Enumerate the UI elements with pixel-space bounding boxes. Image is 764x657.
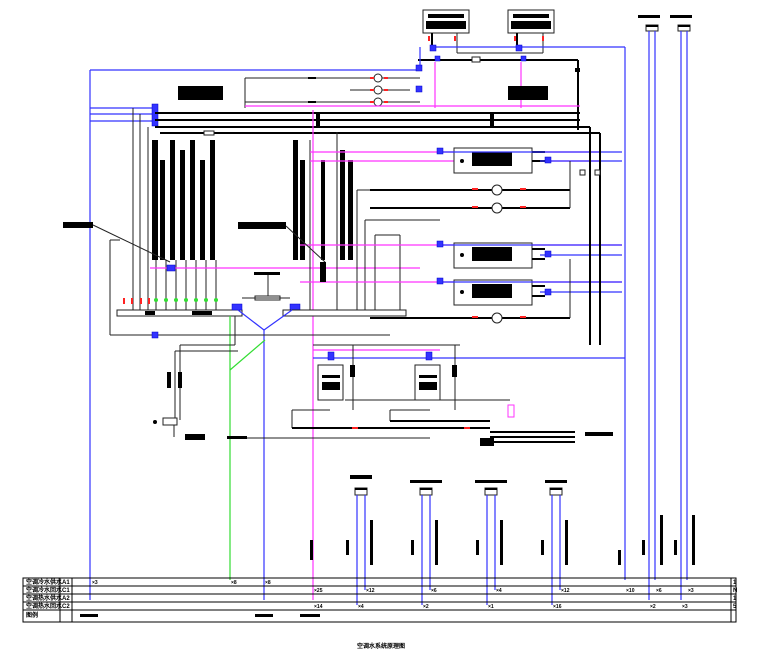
legend-row-name: 图例	[26, 611, 38, 619]
bus-marker: ×6	[656, 588, 662, 594]
riser-unit-3[interactable]	[475, 480, 507, 496]
pump-icon	[373, 85, 383, 95]
drawing-title: 空调水系统原理图	[357, 642, 405, 650]
bus-marker: ×8	[231, 580, 237, 586]
manifold-center[interactable]	[282, 309, 407, 317]
bus-marker: ×16	[553, 604, 562, 610]
chiller-2[interactable]	[453, 242, 545, 269]
legend-row-code: C2	[62, 604, 70, 610]
right-top-unit-1[interactable]	[638, 15, 660, 32]
riser-unit-2[interactable]	[410, 480, 442, 496]
legend-row-code: A2	[62, 596, 70, 602]
bus-marker: ×10	[626, 588, 635, 594]
bus-marker: ×14	[314, 604, 323, 610]
bus-marker: ×3	[688, 588, 694, 594]
label-block	[238, 222, 286, 229]
legend-row-name: 空调热水回水	[26, 602, 63, 610]
legend-row-name: 空调冷水供水	[26, 578, 63, 586]
legend-right-code: 5	[733, 604, 737, 610]
legend-right-code: 1	[733, 580, 737, 586]
manifold-left[interactable]	[116, 309, 243, 317]
pump-icon	[373, 97, 383, 107]
riser-unit-1[interactable]	[350, 475, 372, 496]
riser-unit-4[interactable]	[545, 480, 567, 496]
bus-marker: ×2	[423, 604, 429, 610]
chiller-3[interactable]	[453, 279, 545, 306]
legend-row-name: 空调冷水回水	[26, 586, 63, 594]
bus-marker: ×2	[650, 604, 656, 610]
pump-icon	[373, 73, 383, 83]
center-riser-group	[289, 110, 622, 600]
bus-marker: ×25	[314, 588, 323, 594]
bus-marker: ×4	[358, 604, 364, 610]
legend-right-code: N	[733, 588, 737, 594]
legend-row-code: C1	[62, 588, 70, 594]
pump-row	[370, 161, 571, 324]
legend-table: 空调冷水供水 空调冷水回水 空调热水供水 空调热水回水 图例 A1 C1 A2 …	[22, 577, 737, 623]
legend-right-code: 1	[733, 596, 737, 602]
boiler-1[interactable]	[317, 345, 355, 410]
bus-marker: ×3	[682, 604, 688, 610]
bus-marker: ×4	[496, 588, 502, 594]
bus-marker: ×12	[366, 588, 375, 594]
label-block	[63, 222, 93, 228]
left-riser-group	[123, 108, 420, 310]
right-top-unit-2[interactable]	[670, 15, 692, 32]
bus-marker: ×12	[561, 588, 570, 594]
bus-marker: ×8	[265, 580, 271, 586]
legend-row-code: A1	[62, 580, 70, 586]
legend-row-name: 空调热水供水	[26, 594, 63, 602]
bus-markers: ×3 ×8 ×8 ×25 ×12 ×6 ×4 ×12 ×10 ×6 ×3 ×14…	[92, 580, 694, 610]
cooling-tower-1[interactable]	[422, 9, 470, 53]
water-treatment-icon	[178, 86, 223, 100]
bus-marker: ×1	[488, 604, 494, 610]
bus-marker: ×6	[431, 588, 437, 594]
cooling-tower-2[interactable]	[507, 9, 555, 53]
bus-marker: ×3	[92, 580, 98, 586]
